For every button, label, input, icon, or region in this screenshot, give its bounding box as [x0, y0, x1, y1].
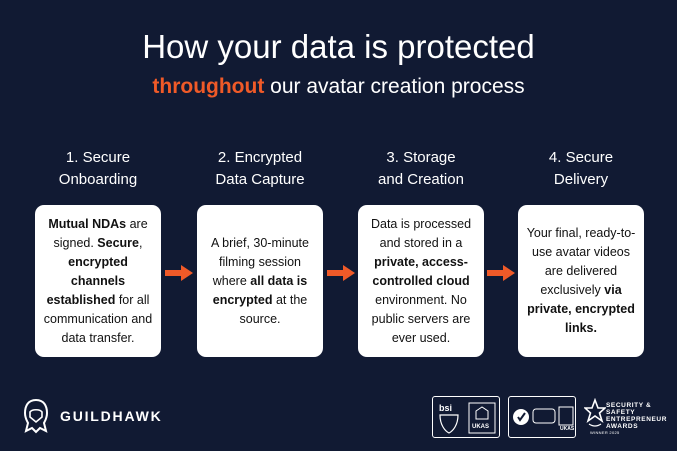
cyber-essentials-badge: UKAS — [508, 396, 576, 438]
card-text-bold: via private, encrypted links. — [527, 283, 635, 335]
step-title-2: 2. Encrypted Data Capture — [185, 147, 335, 191]
step-card-4-text: Your final, ready-to-use avatar videos a… — [524, 224, 638, 338]
card-text-bold: private, access-controlled cloud — [372, 254, 470, 288]
step-title-2-line2: Data Capture — [215, 171, 305, 188]
step-title-1: 1. Secure Onboarding — [23, 147, 173, 191]
page-title: How your data is protected — [142, 28, 535, 65]
step-title-1-line2: Onboarding — [58, 171, 138, 188]
step-title-3: 3. Storage and Creation — [346, 147, 496, 191]
cyber-essentials-icon: UKAS — [513, 406, 575, 432]
svg-text:bsi: bsi — [439, 403, 452, 413]
card-text-run: , — [139, 235, 143, 250]
step-card-1: Mutual NDAs are signed. Secure, encrypte… — [35, 205, 161, 357]
subtitle-rest: our avatar creation process — [264, 75, 525, 98]
step-card-3-text: Data is processed and stored in a privat… — [364, 215, 478, 348]
subtitle-accent: throughout — [152, 75, 265, 98]
arrow-right-icon — [487, 265, 515, 281]
award-star-icon — [584, 398, 606, 427]
step-card-1-text: Mutual NDAs are signed. Secure, encrypte… — [41, 215, 155, 348]
award-winner-label: WINNER 2025 — [590, 430, 620, 435]
step-title-1-line1: 1. Secure — [65, 149, 131, 166]
brand-logo: GUILDHAWK — [22, 398, 163, 434]
step-card-3: Data is processed and stored in a privat… — [358, 205, 484, 357]
card-text-run: Data is processed and stored in a — [370, 216, 472, 250]
card-text-bold: encrypted channels established — [46, 254, 128, 307]
card-text-bold: Mutual NDAs — [48, 216, 127, 231]
svg-text:UKAS: UKAS — [560, 426, 575, 432]
card-text-run: for all communication and data transfer. — [43, 292, 153, 345]
bsi-ukas-certification-badge: bsi UKAS — [432, 396, 500, 438]
card-text-run: environment. No public servers are ever … — [371, 292, 471, 345]
card-text-run: are signed. — [53, 216, 148, 250]
card-text-run: Your final, ready-to-use avatar videos a… — [526, 226, 636, 297]
card-text-bold: Secure — [97, 235, 139, 250]
security-award-badge: SECURITY & SAFETY ENTREPRENEUR AWARDS WI… — [584, 396, 674, 438]
card-text-run: at the source. — [239, 292, 308, 326]
card-text-bold: all data is encrypted — [212, 273, 308, 307]
hawk-helmet-icon — [23, 398, 49, 434]
ukas-label: UKAS — [472, 424, 489, 430]
step-title-2-line1: 2. Encrypted — [217, 149, 303, 166]
step-title-4: 4. Secure Delivery — [506, 147, 656, 191]
step-card-4: Your final, ready-to-use avatar videos a… — [518, 205, 644, 357]
card-text-run: A brief, 30-minute filming session where — [211, 235, 309, 288]
brand-name: GUILDHAWK — [60, 408, 163, 424]
arrow-right-icon — [165, 265, 193, 281]
bsi-logo-icon: bsi UKAS — [439, 402, 496, 434]
step-card-2-text: A brief, 30-minute filming session where… — [203, 234, 317, 329]
step-title-4-line1: 4. Secure — [548, 149, 614, 166]
award-text: SECURITY & SAFETY ENTREPRENEUR AWARDS — [606, 402, 668, 430]
step-card-2: A brief, 30-minute filming session where… — [197, 205, 323, 357]
step-title-3-line1: 3. Storage — [386, 149, 456, 166]
page-subtitle: throughout our avatar creation process — [0, 73, 677, 101]
arrow-right-icon — [327, 265, 355, 281]
step-title-4-line2: Delivery — [553, 171, 609, 188]
step-title-3-line2: and Creation — [378, 171, 464, 188]
